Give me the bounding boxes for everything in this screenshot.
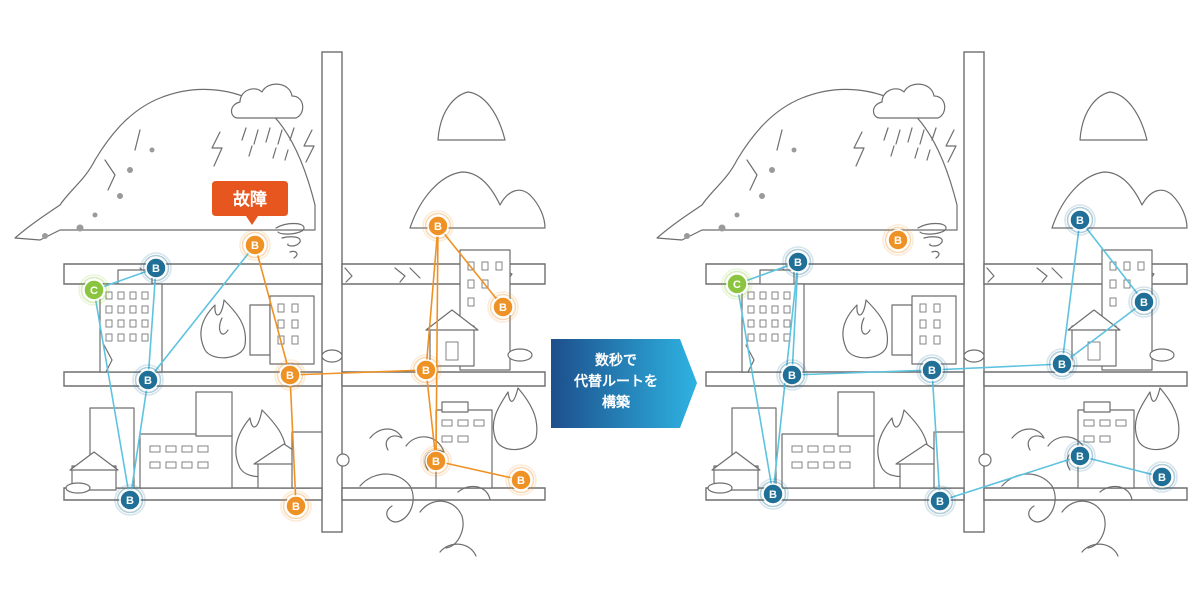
before-node-label-f1: B — [251, 240, 259, 252]
before-node-label-b1: B — [152, 263, 160, 275]
nodes-before: C B B B B B B B B B B B — [78, 210, 537, 522]
before-node-b1: B — [140, 252, 172, 284]
after-node-f1: B — [882, 224, 914, 256]
after-node-label-b9: B — [1076, 451, 1084, 463]
before-link-c1-b3 — [93, 289, 131, 501]
after-node-label-b2: B — [788, 370, 796, 382]
after-node-b1: B — [782, 246, 814, 278]
before-link-c1-b1 — [93, 267, 157, 291]
after-node-label-b8: B — [936, 496, 944, 508]
after-link-b5-b7 — [1061, 301, 1145, 365]
after-link-b8-b9 — [939, 455, 1081, 502]
arrow-line-2: 代替ルートを — [573, 373, 658, 390]
after-node-label-b5: B — [1058, 359, 1066, 371]
before-node-label-f8: B — [517, 475, 525, 487]
after-node-b3: B — [757, 478, 789, 510]
after-link-b4-b8 — [931, 369, 941, 502]
nodes-after: C B B B B B B B B B B B — [721, 204, 1178, 517]
before-node-f8: B — [505, 464, 537, 496]
after-node-c1: C — [721, 268, 753, 300]
after-node-b2: B — [776, 359, 808, 391]
after-node-label-f1: B — [894, 235, 902, 247]
before-node-label-f6: B — [499, 302, 507, 314]
after-node-label-b4: B — [928, 365, 936, 377]
before-node-f4: B — [410, 354, 442, 386]
before-node-label-f4: B — [422, 365, 430, 377]
after-link-b5-b6 — [1061, 219, 1081, 365]
after-link-b1-b2 — [791, 261, 799, 376]
after-node-b8: B — [924, 485, 956, 517]
after-node-label-b7: B — [1140, 297, 1148, 309]
before-link-f2-f3 — [289, 374, 297, 507]
after-link-b2-b4 — [791, 369, 933, 376]
after-link-b6-b7 — [1079, 219, 1145, 303]
after-link-c1-b3 — [736, 283, 774, 495]
links-before — [93, 225, 522, 507]
arrow-line-1: 数秒で — [595, 352, 637, 369]
after-node-b6: B — [1064, 204, 1096, 236]
before-link-f5-f7 — [435, 225, 439, 462]
before-node-f6: B — [487, 291, 519, 323]
transition-arrow: 数秒で 代替ルートを 構築 — [551, 339, 697, 428]
scene-after — [656, 51, 1188, 557]
arrow-line-3: 構築 — [602, 394, 631, 411]
after-node-label-b1: B — [794, 257, 802, 269]
before-link-f2-f4 — [289, 369, 427, 376]
before-node-c1: C — [78, 274, 110, 306]
after-node-label-b3: B — [769, 489, 777, 501]
before-node-label-f3: B — [292, 501, 300, 513]
before-link-f5-f6 — [437, 225, 504, 308]
before-node-f1: B — [239, 229, 271, 261]
fault-tag: 故障 — [212, 181, 288, 225]
scene-before — [14, 51, 546, 557]
before-node-f2: B — [274, 359, 306, 391]
before-node-b2: B — [132, 364, 164, 396]
after-link-c1-b1 — [736, 261, 799, 285]
after-node-b9: B — [1064, 440, 1096, 472]
after-node-label-b10: B — [1158, 472, 1166, 484]
before-node-label-f5: B — [434, 221, 442, 233]
before-link-f4-f5 — [425, 225, 439, 371]
before-node-f7: B — [420, 445, 452, 477]
before-node-label-b3: B — [126, 495, 134, 507]
after-link-b9-b10 — [1079, 455, 1163, 478]
fault-tag-label: 故障 — [233, 189, 267, 210]
after-link-b4-b5 — [931, 363, 1063, 371]
after-node-b7: B — [1128, 286, 1160, 318]
before-link-f7-f8 — [435, 460, 522, 481]
before-link-f1-f2 — [254, 244, 291, 376]
before-node-label-f2: B — [286, 370, 294, 382]
after-node-label-b6: B — [1076, 215, 1084, 227]
before-link-b2-b3 — [129, 379, 149, 501]
before-link-f4-f7 — [425, 369, 437, 462]
before-node-label-c1: C — [90, 285, 98, 297]
after-node-label-c1: C — [733, 279, 741, 291]
after-node-b5: B — [1046, 348, 1078, 380]
before-node-label-f7: B — [432, 456, 440, 468]
before-link-b2-f1 — [147, 244, 256, 381]
before-node-label-b2: B — [144, 375, 152, 387]
before-node-b3: B — [114, 484, 146, 516]
after-node-b10: B — [1146, 461, 1178, 493]
before-link-b1-b2 — [147, 267, 157, 381]
before-node-f5: B — [422, 210, 454, 242]
after-node-b4: B — [916, 354, 948, 386]
before-node-f3: B — [280, 490, 312, 522]
